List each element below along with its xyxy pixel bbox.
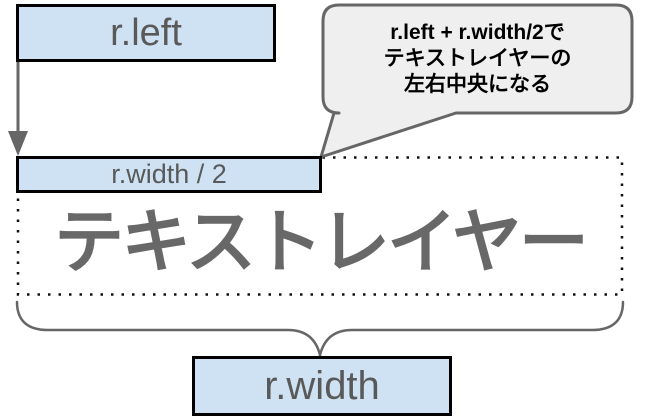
r-width-box: r.width	[192, 356, 452, 416]
width-brace	[15, 300, 625, 358]
callout-line-3: 左右中央になる	[404, 73, 551, 96]
r-half-width-label: r.width / 2	[111, 159, 227, 189]
text-layer-label: テキストレイヤー	[54, 202, 589, 281]
down-arrowhead-icon	[8, 131, 28, 156]
r-half-width-box: r.width / 2	[16, 156, 322, 193]
callout-text: r.left + r.width/2で テキストレイヤーの 左右中央になる	[323, 8, 632, 110]
r-left-box: r.left	[16, 4, 276, 62]
r-width-label: r.width	[264, 363, 380, 408]
callout-line-2: テキストレイヤーの	[383, 47, 572, 70]
r-left-label: r.left	[110, 11, 182, 54]
callout-line-1: r.left + r.width/2で	[390, 21, 565, 44]
text-layer-dotted-outline	[16, 156, 624, 296]
speech-bubble	[319, 3, 634, 159]
